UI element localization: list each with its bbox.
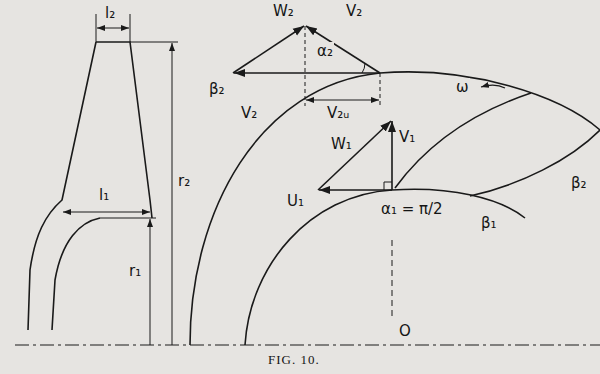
- velocity-label: V₁: [398, 128, 416, 146]
- angle-label: α₂: [316, 42, 334, 60]
- right-angle-mark: [384, 182, 392, 190]
- angle-arc: [362, 63, 365, 73]
- angle-label: α₁ = π/2: [380, 200, 444, 218]
- velocity-vector: [234, 72, 380, 74]
- dimension-line: [150, 219, 151, 345]
- dimension-line: [306, 100, 379, 101]
- angle-label: β₂: [208, 80, 226, 98]
- velocity-vector: [318, 121, 391, 190]
- extension-line: [100, 42, 178, 218]
- figure-caption: FIG. 10.: [268, 352, 320, 368]
- shroud-curve: [28, 42, 96, 330]
- angle-label: β₁: [480, 214, 498, 232]
- radius-label: r₂: [177, 172, 191, 190]
- projection-line: [305, 26, 380, 106]
- velocity-vector: [319, 189, 392, 191]
- inner-circle: [245, 189, 525, 345]
- velocity-vector: [233, 26, 304, 73]
- outer-circle: [190, 72, 600, 345]
- dimension-line: [172, 43, 173, 345]
- radius-label: r₁: [128, 262, 142, 280]
- width-label: l₁: [98, 186, 110, 204]
- blade-curve: [395, 93, 531, 188]
- blade-curve: [470, 130, 600, 196]
- velocity-vector: [391, 121, 393, 190]
- velocity-vector: [306, 26, 380, 73]
- velocity-label: U₁: [286, 192, 305, 210]
- dimension-line: [97, 28, 129, 29]
- velocity-label: W₁: [330, 135, 353, 153]
- velocity-label: V₂: [240, 104, 258, 122]
- center-line: [392, 240, 393, 320]
- rotation-label: ω: [455, 78, 470, 96]
- width-label: l₂: [104, 4, 116, 22]
- velocity-label: V₂ᵤ: [326, 104, 350, 122]
- rotation-arrow: [481, 85, 505, 88]
- angle-label: β₂: [570, 174, 588, 192]
- velocity-label: W₂: [272, 2, 295, 20]
- blade-outline: [96, 42, 152, 218]
- hub-curve: [52, 218, 100, 330]
- center-label: O: [398, 322, 412, 340]
- dimension-line: [63, 212, 150, 213]
- velocity-label: V₂: [345, 2, 363, 20]
- axis-line: [15, 345, 600, 346]
